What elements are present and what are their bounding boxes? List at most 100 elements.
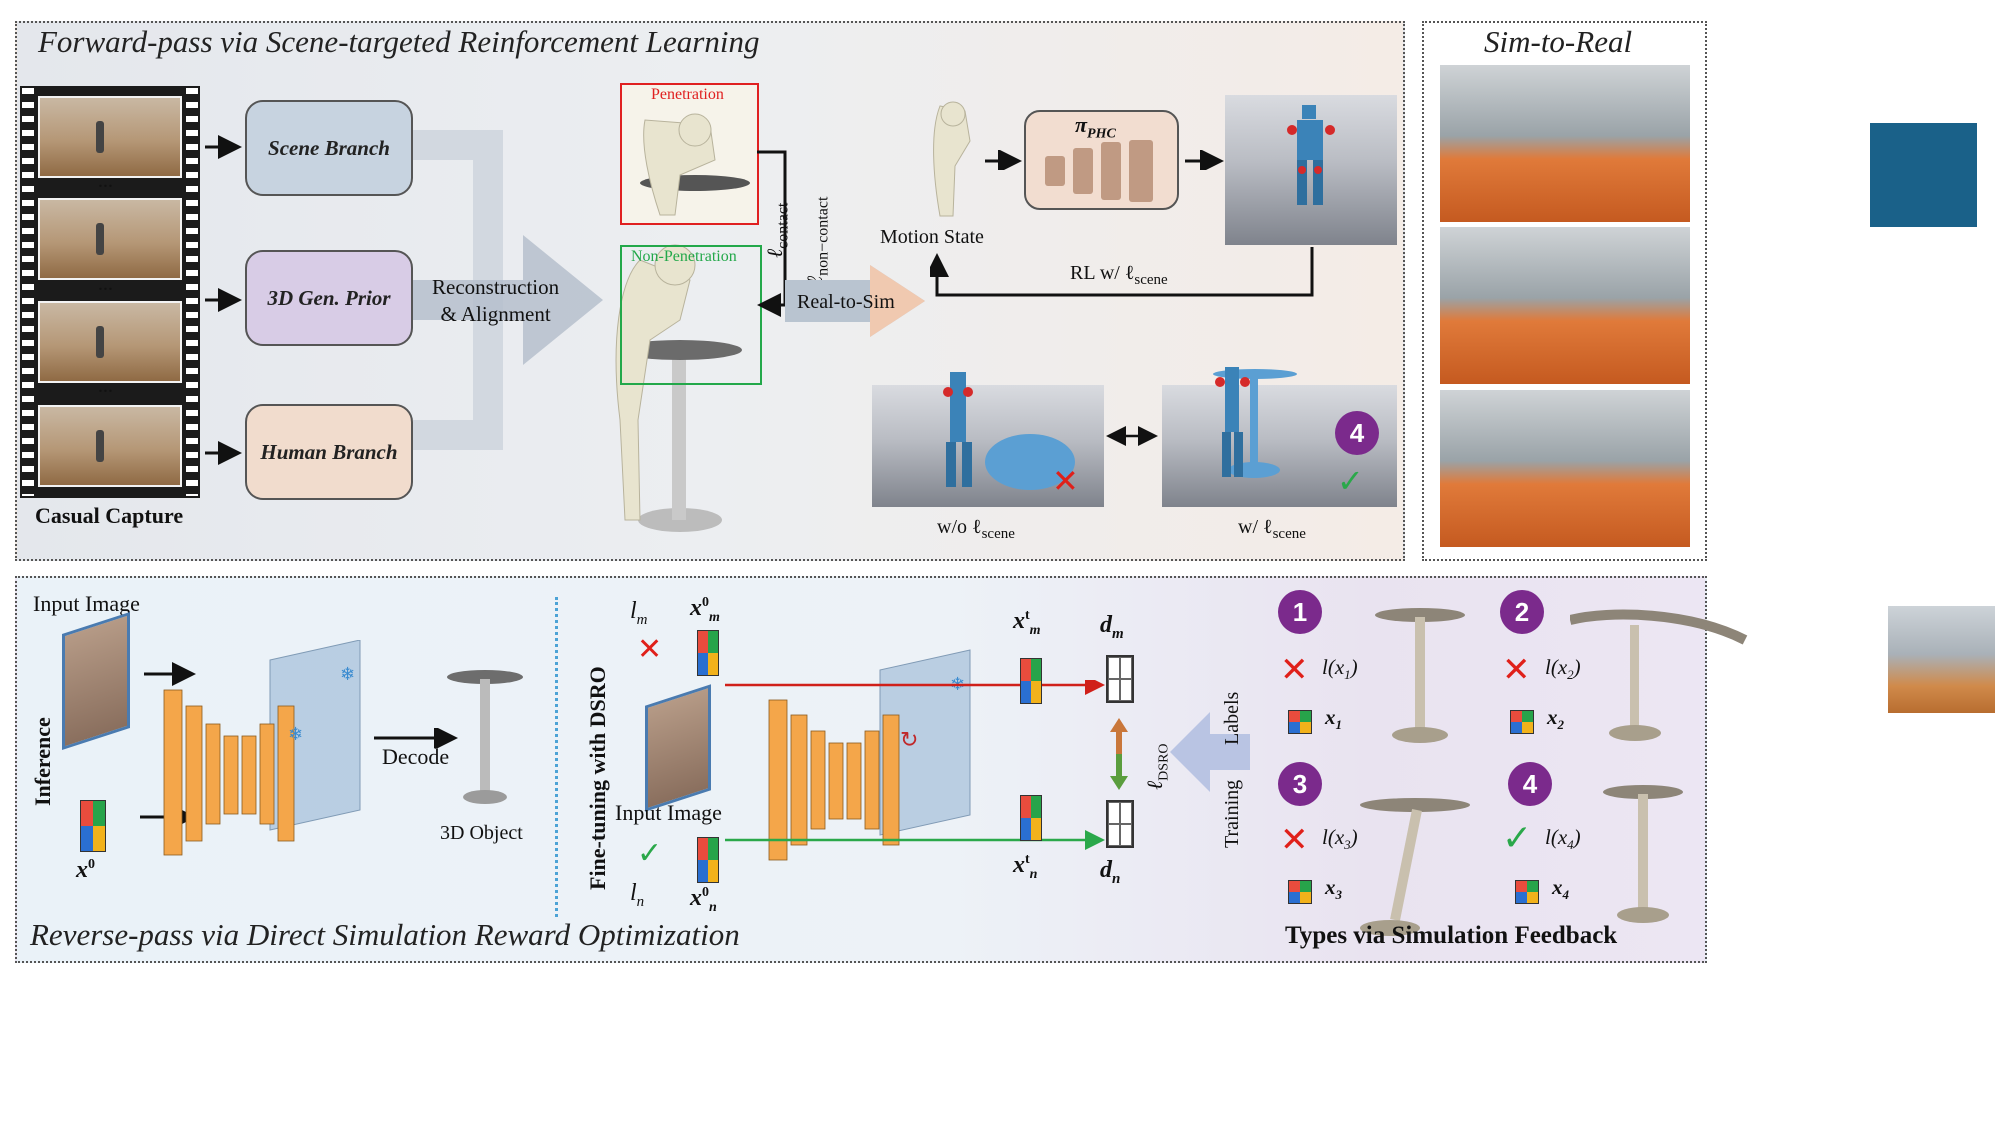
x0-latent (80, 800, 106, 852)
ln-label: ln (630, 880, 644, 911)
dn-var: d (1100, 857, 1112, 883)
dots-1: ... (98, 170, 113, 192)
film-holes-left (22, 88, 34, 496)
l-dsro-label: ℓDSRO (1142, 743, 1172, 790)
rl-loop-arrow (930, 247, 1314, 297)
fail-mark: ✕ (1052, 462, 1079, 500)
rl-label: RL w/ ℓscene (1070, 262, 1168, 289)
contact-arrows (757, 150, 787, 317)
training-labels-arrow (1170, 712, 1250, 792)
type-1-object (1375, 608, 1465, 743)
type-2-x: x2 (1547, 705, 1564, 733)
penetration-figure (640, 113, 750, 216)
types-label: Types via Simulation Feedback (1285, 922, 1618, 949)
type-1-latent (1288, 710, 1312, 734)
type-2-latent (1510, 710, 1534, 734)
real-to-sim-label: Real-to-Sim (797, 291, 895, 313)
type-3-loss-text: l(x (1322, 825, 1345, 849)
labels-label: Labels (1221, 691, 1243, 745)
decode-label: Decode (382, 744, 450, 769)
type-2-object (1570, 609, 1748, 741)
inference-label: Inference (30, 717, 55, 806)
type-1-loss: l(x1) (1322, 655, 1358, 683)
type-2-x-sub: 2 (1557, 717, 1565, 733)
finetune-input-image (645, 684, 711, 812)
3d-object-label: 3D Object (440, 822, 523, 844)
wo-scene-text: w/o ℓ (937, 516, 982, 538)
type-4-loss-text: l(x (1545, 825, 1568, 849)
real-frame-3 (1440, 390, 1690, 547)
type-3-x: x3 (1325, 875, 1342, 903)
xnt-var: x (1013, 852, 1025, 878)
training-label: Training (1221, 779, 1243, 848)
non-penetration-box (620, 245, 762, 385)
dn-label: dn (1100, 857, 1120, 888)
dn-grid (1106, 800, 1134, 848)
input-image-2-label: Input Image (615, 800, 722, 825)
dm-sub: m (1112, 625, 1124, 642)
dots-2: ... (98, 273, 113, 295)
type-2-loss: l(x2) (1545, 655, 1581, 683)
l-noncontact-sub: non−contact (814, 196, 832, 276)
gen-prior-label: 3D Gen. Prior (267, 285, 391, 310)
type-badge-4: 4 (1508, 762, 1552, 806)
type-4-x-var: x (1552, 875, 1563, 899)
xm0-label: x0m (690, 595, 720, 626)
divider-line (555, 597, 558, 917)
unet-dsro: ❄ ↻ (768, 649, 971, 861)
type-badge-1: 1 (1278, 590, 1322, 634)
capture-frame-3 (38, 301, 182, 383)
type-4-object (1603, 785, 1683, 923)
dsro-flow-lines (725, 680, 1105, 850)
xn0-sup: 0 (702, 885, 709, 900)
policy-network-icon (1045, 140, 1153, 202)
w-scene-label: w/ ℓscene (1238, 516, 1306, 543)
dsro-loss-arrow (1110, 718, 1128, 790)
xm0-latent (697, 630, 719, 676)
type-2-x-var: x (1547, 705, 1558, 729)
rl-text: RL w/ ℓ (1070, 262, 1135, 284)
ln-var: l (630, 880, 637, 906)
type-badge-2: 2 (1500, 590, 1544, 634)
xnt-sub: n (1029, 866, 1038, 882)
non-penetration-label: Non-Penetration (631, 248, 737, 265)
type-4-loss-sub: 4 (1567, 837, 1574, 853)
dm-grid (1106, 655, 1134, 703)
type-2-loss-text: l(x (1545, 655, 1568, 679)
gen-prior-box: 3D Gen. Prior (245, 250, 413, 346)
type-2-loss-sub: 2 (1567, 667, 1574, 683)
3d-object-icon (447, 670, 523, 804)
capture-frame-1 (38, 96, 182, 178)
casual-capture-label: Casual Capture (35, 503, 184, 528)
l-contact-sub: contact (774, 202, 792, 249)
xn0-sub: n (709, 899, 717, 915)
forward-pass-title: Forward-pass via Scene-targeted Reinforc… (38, 24, 760, 59)
xm0-sub: m (709, 609, 720, 625)
human-stool-figure (615, 244, 742, 532)
lm-fail-mark: ✕ (637, 632, 663, 667)
type-1-loss-sub: 1 (1344, 667, 1351, 683)
input-image (62, 611, 130, 751)
type-2-fail: ✕ (1502, 650, 1531, 690)
xm0-sup: 0 (702, 595, 709, 610)
xnt-latent (1020, 795, 1042, 841)
type-3-latent (1288, 880, 1312, 904)
dm-var: d (1100, 612, 1112, 638)
type-3-x-var: x (1325, 875, 1336, 899)
svg-text:❄: ❄ (340, 664, 355, 685)
wo-scene-label: w/o ℓscene (937, 516, 1015, 543)
dn-sub: n (1112, 870, 1121, 887)
dots-3: ... (98, 375, 113, 397)
teal-square (1870, 123, 1977, 227)
l-dsro-var: ℓ (1142, 780, 1167, 790)
merge-arrows (413, 130, 603, 450)
badge-4-top: 4 (1335, 411, 1379, 455)
type-4-x-sub: 4 (1562, 887, 1570, 903)
xmt-sub: m (1029, 622, 1041, 638)
xnt-sup: t (1025, 852, 1030, 867)
rl-sub: scene (1134, 272, 1168, 288)
motion-state-figure (933, 101, 971, 217)
scene-branch-label: Scene Branch (268, 135, 390, 160)
type-4-pass: ✓ (1502, 818, 1533, 859)
xmt-var: x (1013, 608, 1025, 634)
